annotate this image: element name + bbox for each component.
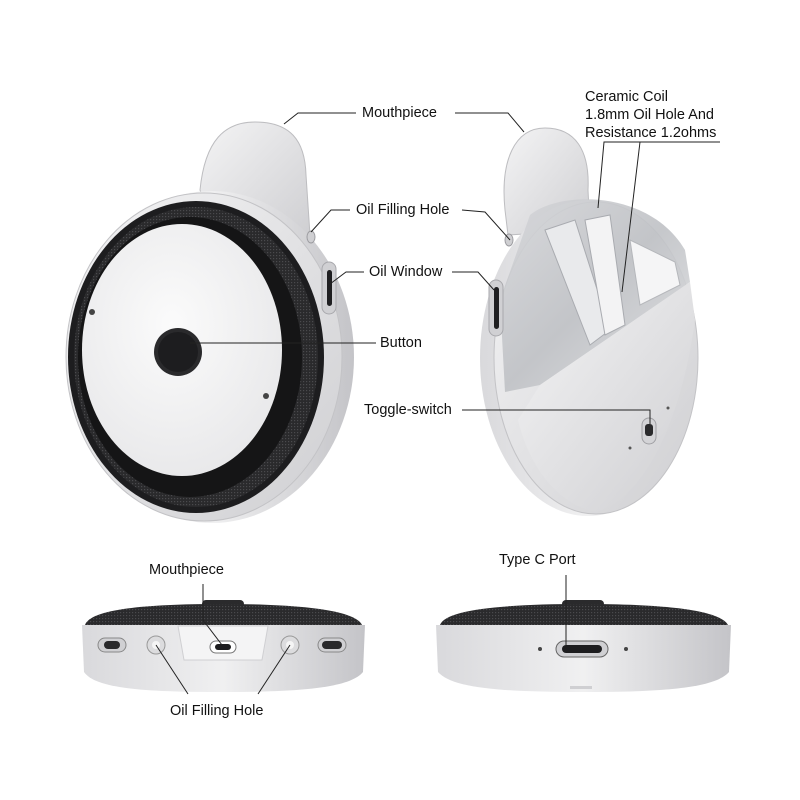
leader-toggle-switch [462,409,651,424]
label-toggle-switch: Toggle-switch [364,402,452,418]
label-oil-window: Oil Window [369,264,443,280]
leader-oil-filling-hole-bottom-right [257,644,291,695]
label-mouthpiece-bottom: Mouthpiece [149,562,224,578]
device-bottom-view [82,600,365,692]
leader-mouthpiece-bottom [202,584,223,646]
label-ceramic-coil-line-2: 1.8mm Oil Hole And [585,107,714,123]
label-oil-filling-hole-top: Oil Filling Hole [356,202,450,218]
label-ceramic-coil: Ceramic Coil 1.8mm Oil Hole And Resistan… [585,88,716,142]
device-back-view [480,127,699,516]
label-ceramic-coil-line-3: Resistance 1.2ohms [585,125,717,141]
leader-oil-filling-hole-bottom-left [155,644,189,695]
leader-mouthpiece-top [283,112,356,125]
leader-mouthpiece-top-right [455,112,525,133]
leader-lines [155,112,720,695]
label-ceramic-coil-line-1: Ceramic Coil [585,89,668,105]
label-mouthpiece-top: Mouthpiece [362,105,437,121]
leader-oil-filling-hole-left [310,209,350,233]
device-front-view [65,121,354,523]
leader-ceramic-coil [597,141,720,209]
leader-ceramic-coil-2 [621,141,641,293]
leader-oil-window-right [452,271,495,291]
label-type-c-port: Type C Port [499,552,576,568]
label-oil-filling-hole-bottom: Oil Filling Hole [170,703,264,719]
leader-oil-filling-hole-right [461,209,511,241]
label-button: Button [380,335,422,351]
leader-oil-window-left [329,271,364,285]
device-port-view [436,600,731,692]
